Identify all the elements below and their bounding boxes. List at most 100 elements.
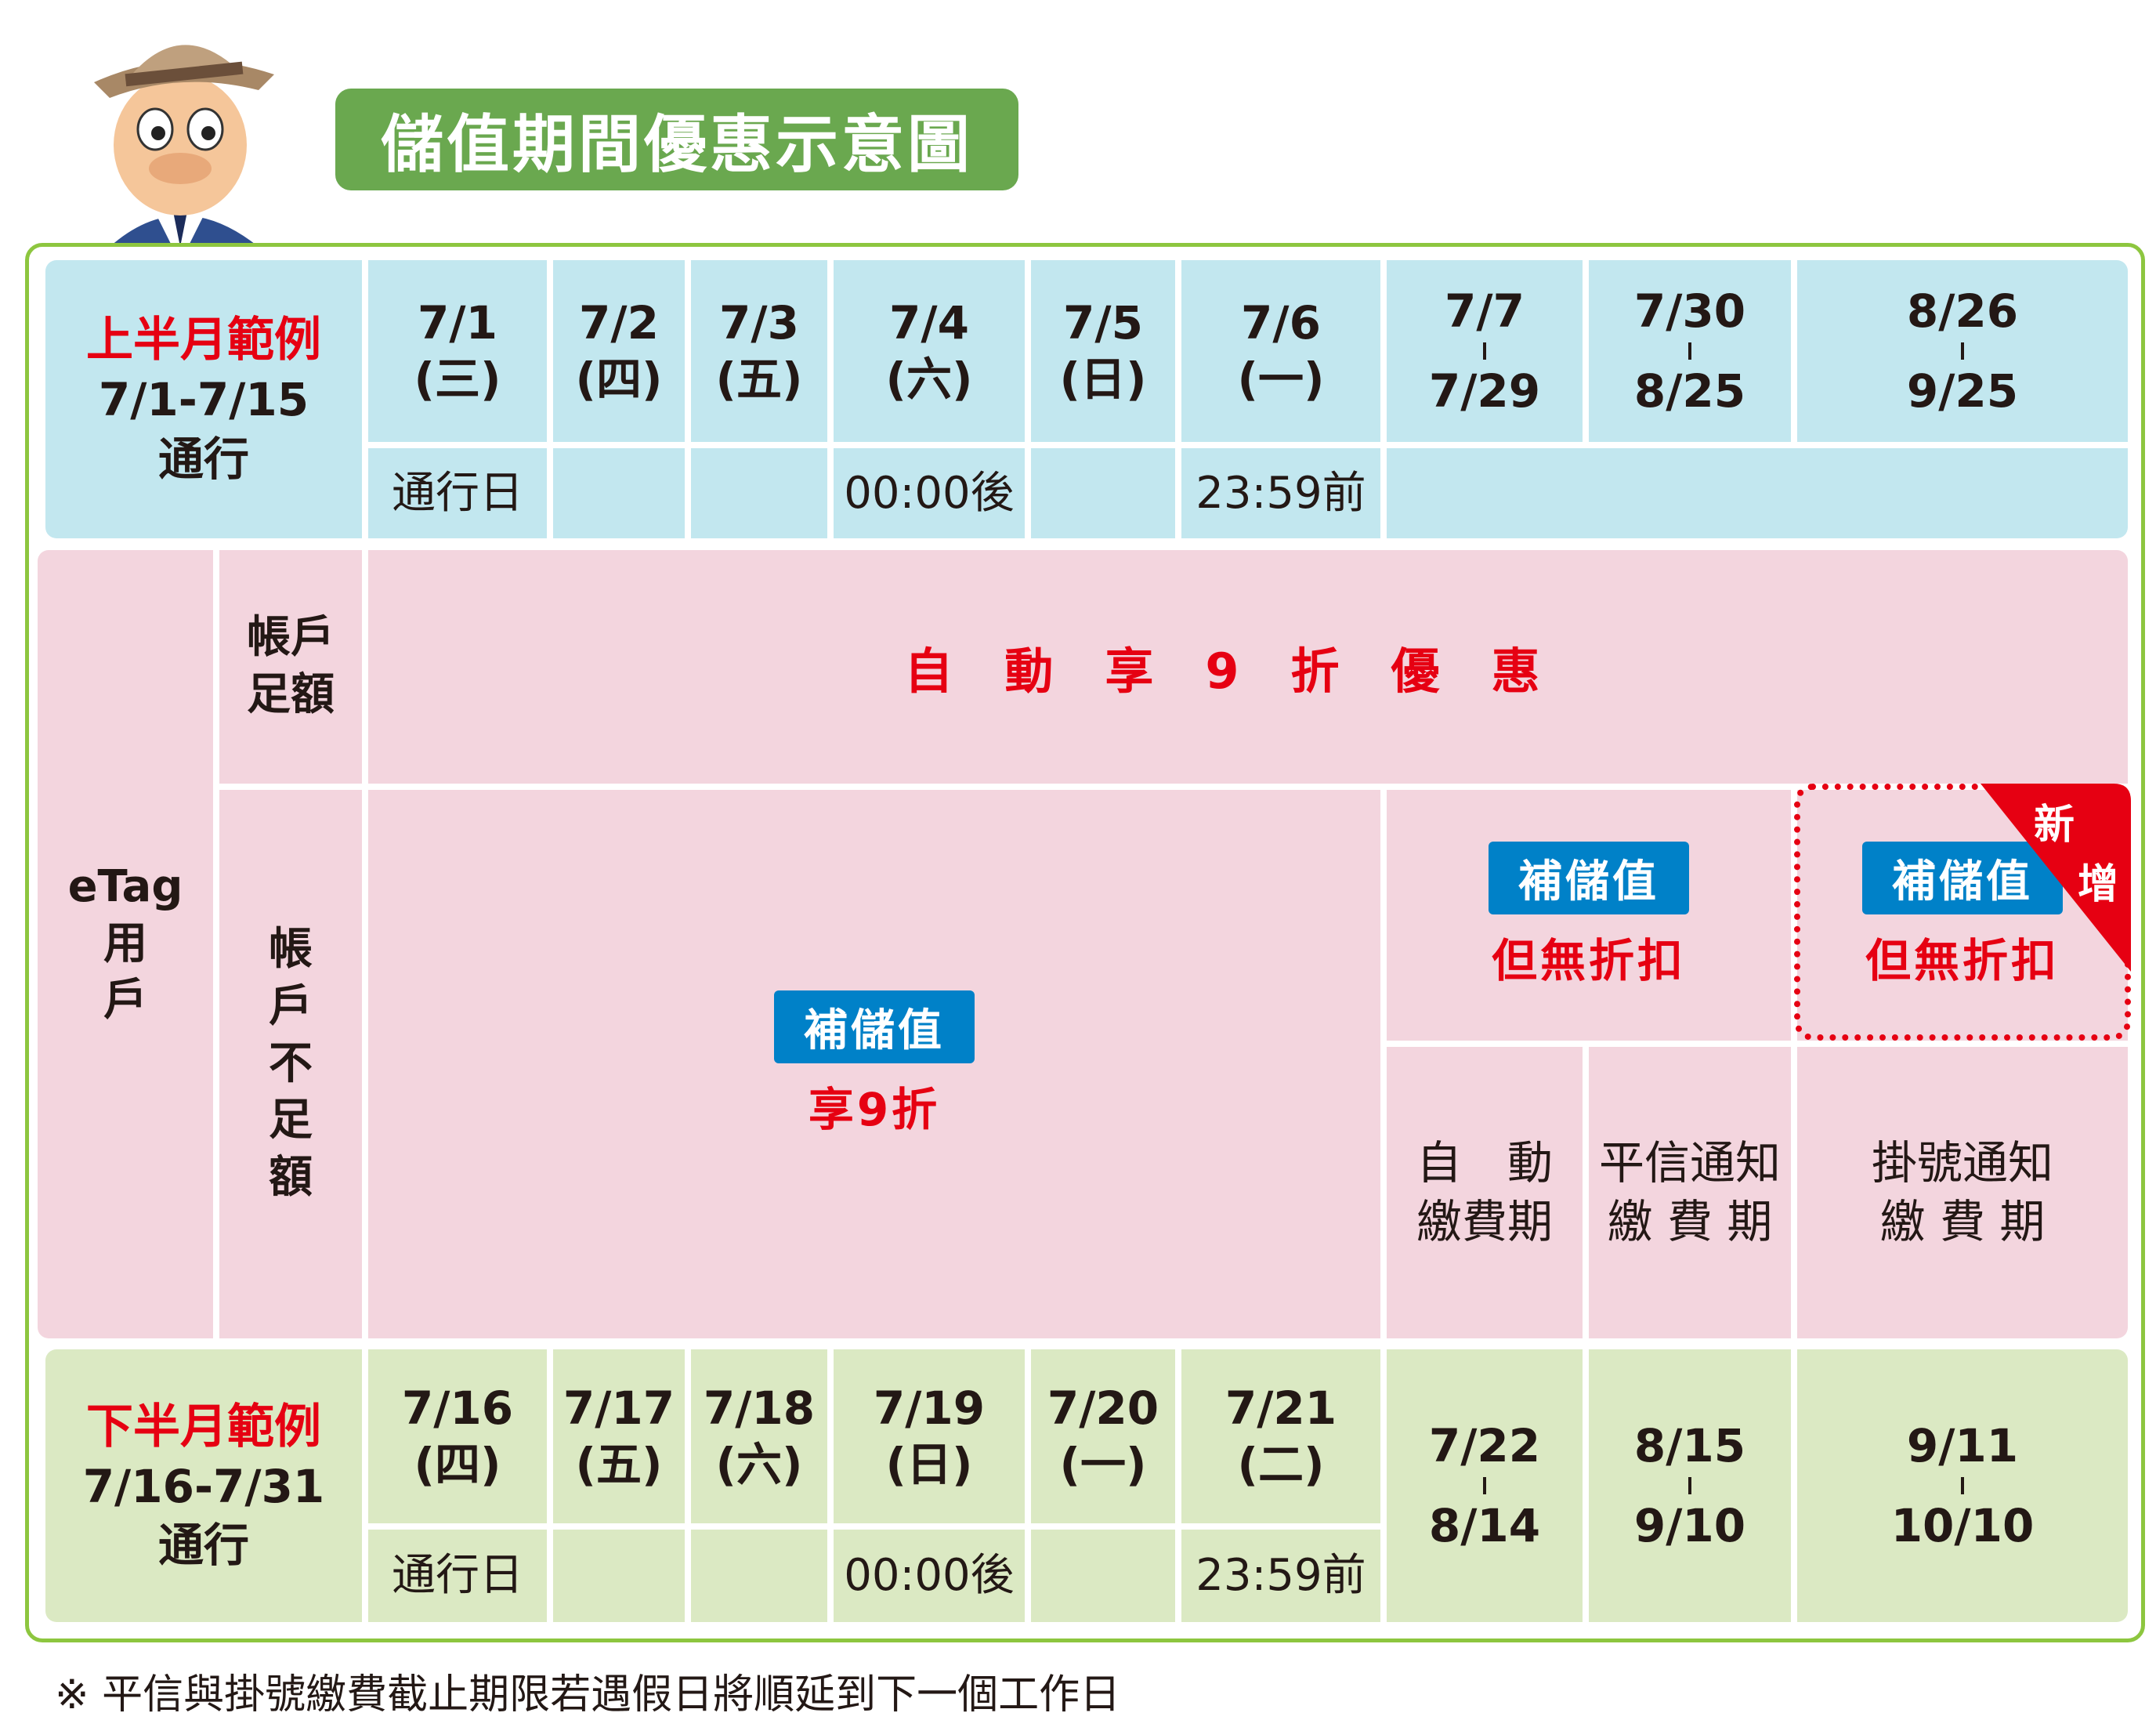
insufficient-label-char: 戶	[269, 980, 313, 1032]
range-end: 9/10	[1633, 1499, 1746, 1552]
top-date-cell: 7/5 (日)	[1031, 260, 1175, 442]
top-date-cell: 7/6 (一)	[1181, 260, 1380, 442]
date-label: 7/1	[418, 295, 497, 349]
period-line: 繳 費 期	[1607, 1195, 1773, 1248]
bottom-date-cell: 7/20 (一)	[1031, 1349, 1175, 1523]
top-date-cell: 7/2 (四)	[553, 260, 685, 442]
bottom-sub-cell: 通行日	[368, 1530, 547, 1622]
sufficient-label-line: 足額	[247, 669, 335, 720]
bottom-row-range: 7/16-7/31	[82, 1459, 325, 1513]
pass-day-label: 通行日	[392, 1550, 523, 1602]
bottom-sub-cell	[691, 1530, 827, 1622]
range-separator	[1961, 342, 1964, 360]
top-row-pass: 通行	[157, 432, 249, 486]
date-label: 7/16	[401, 1381, 514, 1435]
bottom-date-cell: 7/17 (五)	[553, 1349, 685, 1523]
mail-notice-payment-period: 平信通知 繳 費 期	[1589, 1047, 1791, 1338]
date-label: 7/21	[1225, 1381, 1337, 1435]
insufficient-label-char: 不	[269, 1037, 313, 1089]
new-tag-char: 增	[2078, 861, 2119, 908]
topup-badge: 補儲值	[1489, 841, 1689, 914]
topup-discount-area: 補儲值 享9折	[368, 790, 1380, 1338]
range-start: 9/11	[1906, 1418, 2019, 1472]
etag-label-line: 用	[103, 918, 147, 969]
weekday-label: (日)	[1059, 353, 1147, 406]
no-discount-text: 但無折扣	[1865, 933, 2060, 987]
top-row-title: 上半月範例	[86, 313, 321, 368]
weekday-label: (日)	[885, 1438, 973, 1491]
top-sub-cell	[1031, 448, 1175, 538]
period-line: 繳費期	[1416, 1195, 1553, 1248]
weekday-label: (四)	[575, 353, 663, 406]
period-line: 平信通知	[1598, 1135, 1781, 1190]
date-label: 7/5	[1063, 295, 1143, 349]
top-sub-cell: 通行日	[368, 448, 547, 538]
range-end: 7/29	[1428, 364, 1541, 418]
weekday-label: (四)	[414, 1438, 501, 1491]
date-label: 7/4	[889, 295, 969, 349]
bottom-range-cell: 7/22 8/14	[1387, 1349, 1583, 1622]
date-label: 7/20	[1047, 1381, 1159, 1435]
bottom-row-label: 下半月範例 7/16-7/31 通行	[45, 1349, 362, 1622]
weekday-label: (三)	[414, 353, 501, 406]
top-date-cell: 7/3 (五)	[691, 260, 827, 442]
topup-badge: 補儲值	[1862, 841, 2063, 914]
date-label: 7/2	[579, 295, 659, 349]
etag-label-line: eTag	[67, 860, 183, 912]
weekday-label: (五)	[715, 353, 803, 406]
weekday-label: (五)	[575, 1438, 663, 1491]
bottom-row-title: 下半月範例	[86, 1399, 321, 1454]
bottom-date-cell: 7/16 (四)	[368, 1349, 547, 1523]
top-sub-cell	[691, 448, 827, 538]
range-separator	[1483, 342, 1486, 360]
range-end: 8/25	[1633, 364, 1746, 418]
pass-day-label: 通行日	[392, 467, 523, 519]
top-date-cell: 7/4 (六)	[834, 260, 1025, 442]
weekday-label: (一)	[1237, 353, 1325, 406]
weekday-label: (一)	[1059, 1438, 1147, 1491]
date-label: 7/17	[563, 1381, 675, 1435]
mascot-illustration	[94, 45, 274, 263]
range-start: 7/7	[1445, 284, 1525, 338]
etag-label-line: 戶	[103, 975, 147, 1027]
insufficient-label: 帳 戶 不 足 額	[219, 790, 362, 1338]
weekday-label: (六)	[715, 1438, 803, 1491]
sufficient-label: 帳戶 足額	[219, 550, 362, 784]
before-time-label: 23:59前	[1196, 1550, 1366, 1602]
no-discount-text: 但無折扣	[1491, 933, 1686, 987]
insufficient-label-char: 額	[269, 1152, 313, 1204]
topup-no-discount-area: 補儲值 但無折扣	[1387, 790, 1791, 1041]
top-sub-cell: 00:00後	[834, 448, 1025, 538]
range-separator	[1688, 1477, 1691, 1494]
range-start: 8/26	[1906, 284, 2019, 338]
period-line: 自 動	[1416, 1135, 1553, 1190]
range-start: 7/30	[1633, 284, 1746, 338]
new-corner-ribbon	[1981, 784, 2131, 972]
bottom-range-cell: 9/11 10/10	[1797, 1349, 2128, 1622]
bottom-date-cell: 7/19 (日)	[834, 1349, 1025, 1523]
range-separator	[1483, 1477, 1486, 1494]
range-end: 9/25	[1906, 364, 2019, 418]
range-start: 8/15	[1633, 1418, 1746, 1472]
top-date-cell: 7/1 (三)	[368, 260, 547, 442]
range-end: 10/10	[1890, 1499, 2035, 1552]
sufficient-row: 自動享9折優惠	[368, 550, 2128, 784]
auto-discount-text: 自動享9折優惠	[904, 643, 1592, 700]
date-label: 7/19	[873, 1381, 986, 1435]
bottom-sub-cell	[1031, 1530, 1175, 1622]
range-start: 7/22	[1428, 1418, 1541, 1472]
auto-payment-period: 自 動 繳費期	[1387, 1047, 1583, 1338]
bottom-range-cell: 8/15 9/10	[1589, 1349, 1791, 1622]
bottom-sub-cell	[553, 1530, 685, 1622]
footnote: ※ 平信與掛號繳費截止期限若遇假日將順延到下一個工作日	[55, 1671, 1121, 1718]
after-time-label: 00:00後	[844, 1550, 1015, 1602]
bottom-sub-cell: 23:59前	[1181, 1530, 1380, 1622]
before-time-label: 23:59前	[1196, 467, 1366, 519]
weekday-label: (六)	[885, 353, 973, 406]
registered-notice-payment-period: 掛號通知 繳 費 期	[1797, 1047, 2128, 1338]
new-tag-char: 新	[2034, 802, 2075, 849]
discount-text: 享9折	[808, 1082, 941, 1136]
after-time-label: 00:00後	[844, 467, 1015, 519]
date-label: 7/6	[1241, 295, 1321, 349]
topup-badge: 補儲值	[774, 990, 975, 1063]
